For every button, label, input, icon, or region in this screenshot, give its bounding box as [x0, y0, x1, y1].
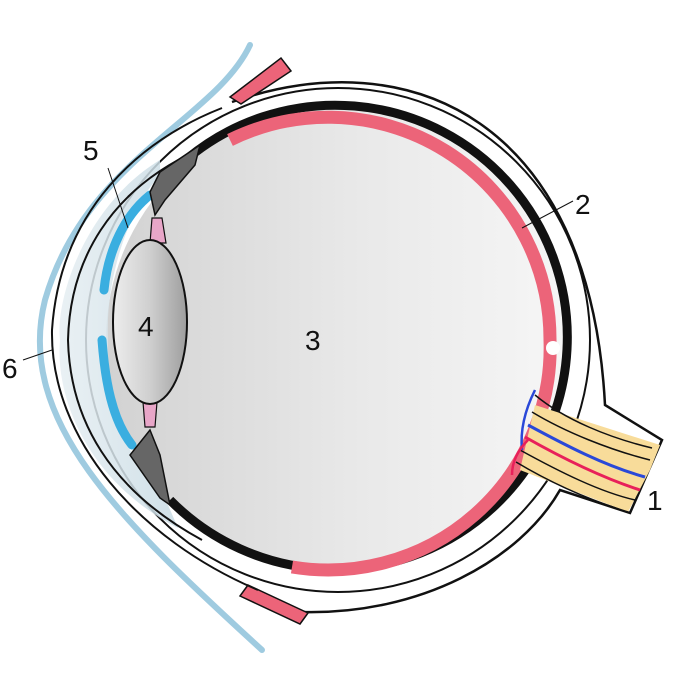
- aqueous-lower: [97, 335, 137, 450]
- retina: [227, 110, 557, 577]
- ciliary-lower: [142, 401, 158, 428]
- aqueous-upper: [99, 190, 155, 295]
- lens: [112, 239, 188, 405]
- leader-2: [521, 200, 574, 229]
- inferior-muscle: [238, 584, 310, 625]
- label-vitreous-body: 3: [305, 325, 321, 356]
- label-lens: 4: [138, 311, 154, 342]
- leader-6: [22, 349, 53, 361]
- label-cornea: 6: [2, 353, 18, 384]
- vitreous-body: [106, 108, 570, 572]
- cornea-line-1: [50, 107, 259, 591]
- optic-disc-notch: [546, 341, 560, 355]
- iris-upper: [149, 143, 202, 217]
- cornea-line-2: [66, 149, 203, 541]
- leader-5: [107, 167, 129, 229]
- iris-lower: [129, 428, 172, 507]
- sclera-outer-line: [231, 81, 664, 614]
- cornea-outer: [37, 42, 265, 653]
- ciliary-upper: [149, 217, 167, 244]
- superior-muscle: [228, 56, 293, 105]
- optic-nerve: [510, 389, 660, 513]
- label-anterior-chamber: 5: [83, 135, 99, 166]
- label-retina: 2: [575, 189, 591, 220]
- label-optic-nerve: 1: [647, 485, 663, 516]
